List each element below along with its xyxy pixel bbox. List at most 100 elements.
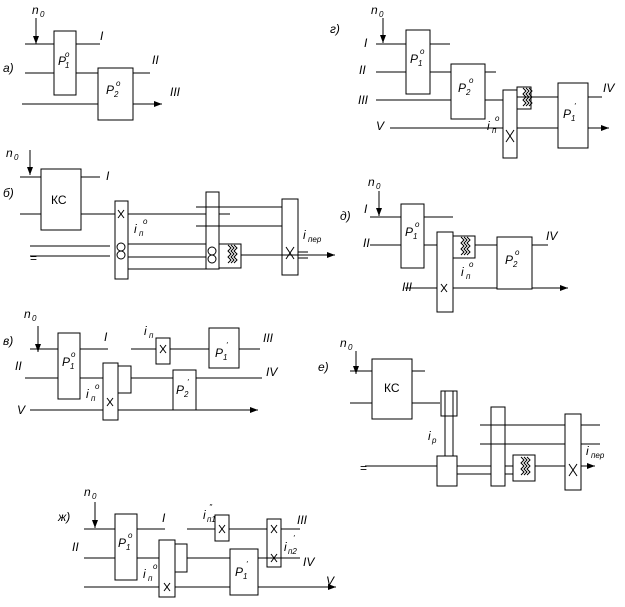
label-schemes-6-ratios-0-main: i bbox=[143, 567, 146, 581]
scheme-rect bbox=[172, 369, 197, 411]
label-schemes-6-ratios-2-main: i bbox=[284, 540, 287, 554]
label-schemes-2-input-main: n bbox=[24, 307, 31, 321]
scheme-rect bbox=[214, 514, 230, 542]
label-schemes-2-ratios-0-main: i bbox=[144, 324, 147, 338]
label-schemes-2-input-sub: 0 bbox=[32, 314, 37, 323]
label-schemes-6-shafts-1: II bbox=[72, 540, 79, 554]
label-schemes-3-ratios-0-sub: п bbox=[492, 126, 497, 135]
label-schemes-1-ratios-1-sub: пер bbox=[308, 235, 322, 244]
scheme-rect bbox=[158, 539, 176, 598]
label-schemes-3-units-0-main: P bbox=[410, 52, 418, 66]
label-schemes-1-ratios-1-main: i bbox=[303, 228, 306, 242]
label-schemes-2-units-0-sup: o bbox=[71, 350, 76, 359]
label-schemes-4-shafts-2: III bbox=[402, 280, 413, 294]
label-schemes-6-ratios-0-sup: o bbox=[153, 562, 158, 571]
label-schemes-4-units-0-sub: 1 bbox=[413, 232, 417, 241]
label-schemes-1-shafts-1: = bbox=[30, 251, 37, 265]
label-schemes-3-ratios-0-main: i bbox=[487, 119, 490, 133]
label-schemes-0-shafts-0: I bbox=[100, 29, 104, 43]
label-schemes-5-input-sub: 0 bbox=[348, 343, 353, 352]
scheme-rect bbox=[155, 337, 171, 365]
scheme-v: в) n 0 P 1 o I II V i п o i п P 1 ' P 2 … bbox=[3, 307, 278, 421]
scheme-circle bbox=[116, 250, 126, 260]
scheme-a: а) n 0 P 1 o P 2 o I II III bbox=[3, 3, 181, 121]
unit-p1o bbox=[53, 30, 77, 96]
label-schemes-2-shafts-4: V bbox=[17, 403, 26, 417]
label-schemes-6-ratios-2-sup: ' bbox=[293, 534, 295, 543]
scheme-rect bbox=[114, 200, 129, 280]
label-schemes-2-units-2-sup: ' bbox=[187, 378, 189, 387]
scheme-rect bbox=[512, 454, 536, 482]
scheme-rect bbox=[557, 82, 589, 149]
label-schemes-0-units-1-sub: 2 bbox=[113, 90, 119, 99]
label-schemes-4-input-main: n bbox=[368, 175, 375, 189]
scheme-b: б) n 0 КС I i п o = i пер bbox=[3, 146, 335, 280]
label-schemes-3-ratios-0-sup: o bbox=[495, 114, 500, 123]
label-schemes-2-shafts-3: IV bbox=[266, 365, 278, 379]
label-schemes-3-label: г) bbox=[330, 22, 340, 36]
label-schemes-2-ratios-1-main: i bbox=[86, 387, 89, 401]
label-schemes-5-ratios-1-main: i bbox=[586, 444, 589, 458]
label-schemes-1-units-0-main: КС bbox=[51, 193, 67, 207]
scheme-d: д) n 0 P 1 o I II III P 2 o IV i п o bbox=[340, 175, 568, 313]
unit-p2o bbox=[97, 67, 134, 121]
label-schemes-2-ratios-0-sub: п bbox=[149, 331, 154, 340]
label-schemes-0-shafts-2: III bbox=[170, 85, 181, 99]
label-schemes-0-shafts-1: II bbox=[152, 53, 159, 67]
label-schemes-4-shafts-0: I bbox=[364, 202, 368, 216]
label-schemes-3-shafts-0: I bbox=[364, 36, 368, 50]
label-schemes-1-label: б) bbox=[3, 186, 14, 200]
label-schemes-6-label: ж) bbox=[57, 510, 70, 524]
label-schemes-2-units-2-sub: 2 bbox=[183, 390, 189, 399]
label-schemes-3-units-2-main: P bbox=[563, 107, 571, 121]
scheme-rect bbox=[117, 365, 132, 394]
scheme-rect bbox=[490, 406, 506, 487]
scheme-rect bbox=[281, 198, 299, 276]
scheme-g: г) n 0 P 1 o P 2 o I II III V P 1 ' IV i… bbox=[330, 3, 615, 159]
label-schemes-0-units-0-sup: o bbox=[65, 50, 70, 59]
label-schemes-5-units-0-main: КС bbox=[384, 381, 400, 395]
label-schemes-5-label: е) bbox=[318, 360, 329, 374]
label-schemes-2-shafts-0: I bbox=[104, 330, 108, 344]
label-schemes-6-ratios-1-sub: п1 bbox=[207, 515, 216, 524]
unit-ks bbox=[40, 168, 82, 231]
label-schemes-2-shafts-1: II bbox=[15, 359, 22, 373]
label-schemes-3-units-1-sup: o bbox=[469, 76, 474, 85]
label-schemes-4-ratios-0-sub: п bbox=[466, 272, 471, 281]
label-schemes-4-units-1-main: P bbox=[505, 253, 513, 267]
label-schemes-2-label: в) bbox=[3, 334, 13, 348]
label-schemes-2-units-0-main: P bbox=[62, 355, 70, 369]
label-schemes-0-units-1-sup: o bbox=[116, 79, 121, 88]
label-schemes-5-ratios-0-main: i bbox=[428, 429, 431, 443]
label-schemes-4-ratios-0-sup: o bbox=[469, 260, 474, 269]
label-schemes-3-shafts-1: II bbox=[359, 63, 366, 77]
label-schemes-3-input-sub: 0 bbox=[379, 10, 384, 19]
label-schemes-5-input-main: n bbox=[340, 336, 347, 350]
scheme-rect bbox=[266, 518, 282, 568]
scheme-rect bbox=[564, 413, 582, 491]
label-schemes-0-units-0-sub: 1 bbox=[65, 61, 69, 70]
label-schemes-6-ratios-1-main: i bbox=[203, 508, 206, 522]
scheme-rect bbox=[371, 358, 413, 420]
scheme-rect bbox=[114, 513, 138, 581]
label-schemes-6-input-main: n bbox=[84, 485, 91, 499]
label-schemes-6-shafts-4: V bbox=[326, 574, 335, 588]
scheme-circle bbox=[207, 254, 217, 264]
label-schemes-5-shafts-0: = bbox=[360, 461, 367, 475]
label-schemes-4-units-0-main: P bbox=[405, 225, 413, 239]
label-schemes-6-ratios-2-sub: п2 bbox=[288, 547, 297, 556]
scheme-rect bbox=[496, 236, 533, 290]
label-schemes-2-units-1-sup: ' bbox=[226, 341, 228, 350]
label-schemes-4-ratios-0-main: i bbox=[461, 265, 464, 279]
label-schemes-4-shafts-1: II bbox=[363, 236, 370, 250]
label-schemes-3-units-1-sub: 2 bbox=[465, 88, 471, 97]
scheme-rect bbox=[208, 327, 240, 369]
input-n0-main: n bbox=[32, 3, 39, 17]
label-schemes-2-units-2-main: P bbox=[176, 383, 184, 397]
label-schemes-5-ratios-1-sub: пер bbox=[591, 451, 605, 460]
label-schemes-6-shafts-2: III bbox=[297, 513, 308, 527]
label-schemes-6-ratios-0-sub: п bbox=[148, 574, 153, 583]
label-schemes-3-shafts-2: III bbox=[358, 93, 369, 107]
label-schemes-6-units-1-sup: ' bbox=[246, 560, 248, 569]
label-schemes-6-input-sub: 0 bbox=[92, 492, 97, 501]
